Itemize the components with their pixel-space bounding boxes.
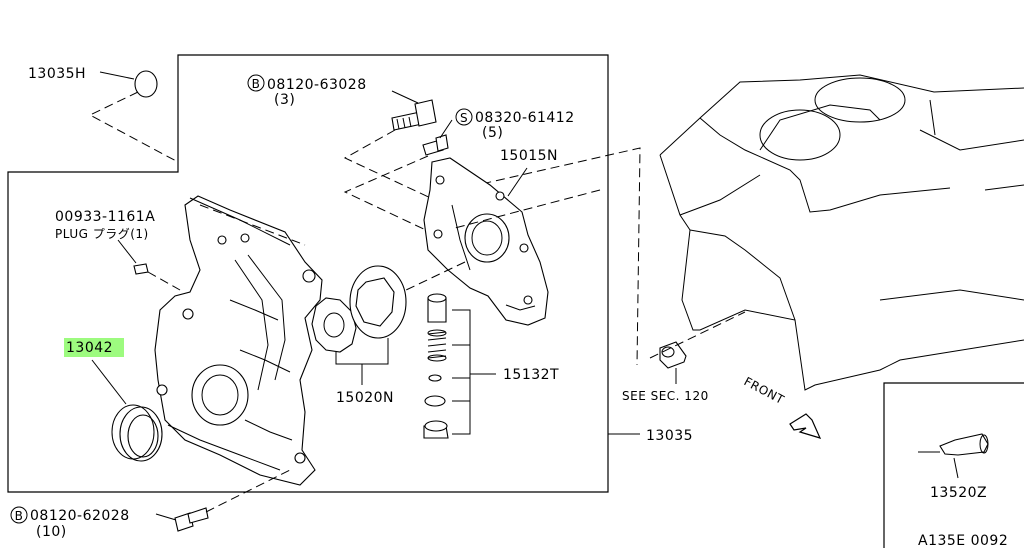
- label-front-seal[interactable]: 13042: [66, 340, 113, 356]
- label-pump-housing[interactable]: 15015N: [500, 148, 558, 164]
- circled-b-upper-letter: B: [252, 77, 261, 91]
- front-cover-part: [154, 195, 323, 486]
- label-front-cover[interactable]: 13035: [646, 428, 693, 444]
- circled-s-letter: S: [460, 111, 468, 125]
- lower-bolt-part: [174, 507, 209, 532]
- label-relief-valve[interactable]: 15132T: [503, 367, 559, 383]
- relief-valve-plunger-part: [427, 293, 447, 323]
- upper-bolt-part: [391, 99, 437, 131]
- dowel-sleeve-part: [659, 341, 687, 369]
- circled-s-icon: [455, 108, 473, 126]
- label-front: FRONT: [742, 374, 787, 407]
- front-seal-part: [111, 404, 163, 462]
- front-arrow-icon: [789, 413, 822, 439]
- relief-valve-spring-part: [427, 329, 447, 362]
- label-gear-set[interactable]: 15020N: [336, 390, 394, 406]
- label-plug-name: PLUG プラグ(1): [55, 227, 149, 241]
- label-bolt-lower[interactable]: 08120-62028: [30, 508, 130, 524]
- sealant-inset-frame: [883, 382, 1024, 548]
- relief-valve-washer-part: [424, 374, 446, 407]
- circled-b-lower-letter: B: [15, 509, 24, 523]
- label-bolt-lower-qty: (10): [36, 524, 67, 540]
- label-screw[interactable]: 08320-61412: [475, 110, 575, 126]
- label-cap[interactable]: 13035H: [28, 66, 86, 82]
- relief-valve-plug-part: [423, 420, 449, 439]
- label-see-sec[interactable]: SEE SEC. 120: [622, 389, 709, 403]
- diagram-id: A135E 0092: [918, 533, 1008, 548]
- oil-pump-housing-part: [423, 157, 549, 326]
- front-seal-highlight: [64, 338, 124, 357]
- assembly-frame: [7, 54, 609, 493]
- label-sealant[interactable]: 13520Z: [930, 485, 987, 501]
- circled-b-icon: [10, 506, 28, 524]
- plug-part: [133, 263, 149, 275]
- label-screw-qty: (5): [482, 125, 503, 141]
- oil-pump-rotor-part: [349, 265, 407, 339]
- sealant-tube-part: [918, 433, 989, 456]
- cap-part: [134, 70, 158, 98]
- oil-pump-gear-part: [311, 297, 357, 353]
- label-plug-number[interactable]: 00933-1161A: [55, 209, 155, 225]
- screw-part: [422, 134, 449, 156]
- engine-block-part: [659, 74, 1024, 391]
- label-bolt-upper[interactable]: 08120-63028: [267, 77, 367, 93]
- circled-b-icon: [247, 74, 265, 92]
- label-bolt-upper-qty: (3): [274, 92, 295, 108]
